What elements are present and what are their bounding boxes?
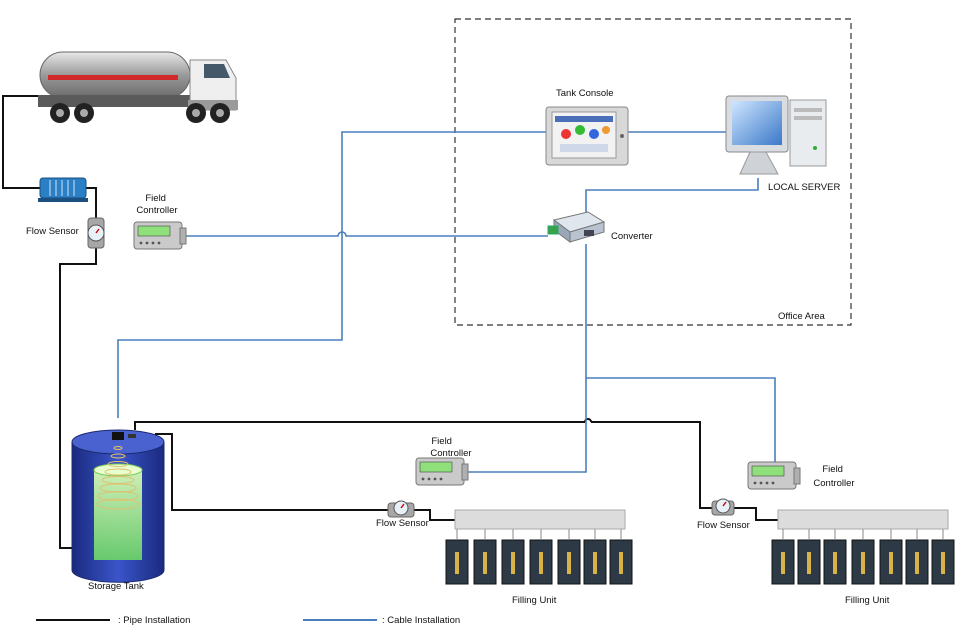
filling-unit-label-mid: Filling Unit: [512, 595, 557, 606]
tank-console-label: Tank Console: [556, 88, 614, 99]
office-area-label: Office Area: [778, 311, 826, 322]
field-controller-label-right-line2: Controller: [813, 478, 854, 489]
field-controller-icon: [415, 457, 469, 486]
computer-icon: [725, 95, 827, 175]
field-controller-label-top-line1: Field: [145, 193, 166, 204]
field-controller-label-right: Field Controller: [813, 464, 854, 489]
tank-console-icon: [545, 106, 629, 166]
flow-sensor-icon: [387, 500, 415, 518]
office-area-box: [454, 18, 852, 326]
local-server-label: LOCAL SERVER: [768, 182, 840, 193]
flow-sensor-icon: [87, 217, 105, 249]
flow-sensor-label-right: Flow Sensor: [697, 520, 750, 531]
field-controller-label-mid-line1: Field: [431, 436, 452, 447]
field-controller-label-right-line1: Field: [822, 464, 843, 475]
filling-unit-icon: [445, 509, 633, 585]
flow-sensor-icon: [711, 498, 735, 516]
flow-sensor-label-top: Flow Sensor: [26, 226, 79, 237]
flow-sensor-label-mid: Flow Sensor: [376, 518, 429, 529]
field-controller-label-top-line2: Controller: [136, 205, 177, 216]
field-controller-icon: [747, 461, 801, 490]
legend-cable-label: : Cable Installation: [382, 615, 460, 626]
pump-icon: [38, 177, 88, 202]
cable-lines: [117, 131, 776, 473]
storage-tank-label: Storage Tank: [88, 581, 144, 592]
pipe-lines: [2, 95, 778, 549]
field-controller-label-mid: Field Controller: [430, 436, 471, 459]
filling-unit-icon: [771, 509, 955, 585]
converter-icon: [547, 211, 606, 243]
field-controller-icon: [133, 221, 187, 250]
storage-tank-icon: [71, 429, 165, 583]
converter-label: Converter: [611, 231, 653, 242]
legend-pipe-label: : Pipe Installation: [118, 615, 190, 626]
filling-unit-label-right: Filling Unit: [845, 595, 890, 606]
tanker-truck-icon: [38, 51, 238, 123]
field-controller-label-top: Field Controller: [136, 193, 177, 216]
field-controller-label-mid-line2: Controller: [430, 448, 471, 459]
